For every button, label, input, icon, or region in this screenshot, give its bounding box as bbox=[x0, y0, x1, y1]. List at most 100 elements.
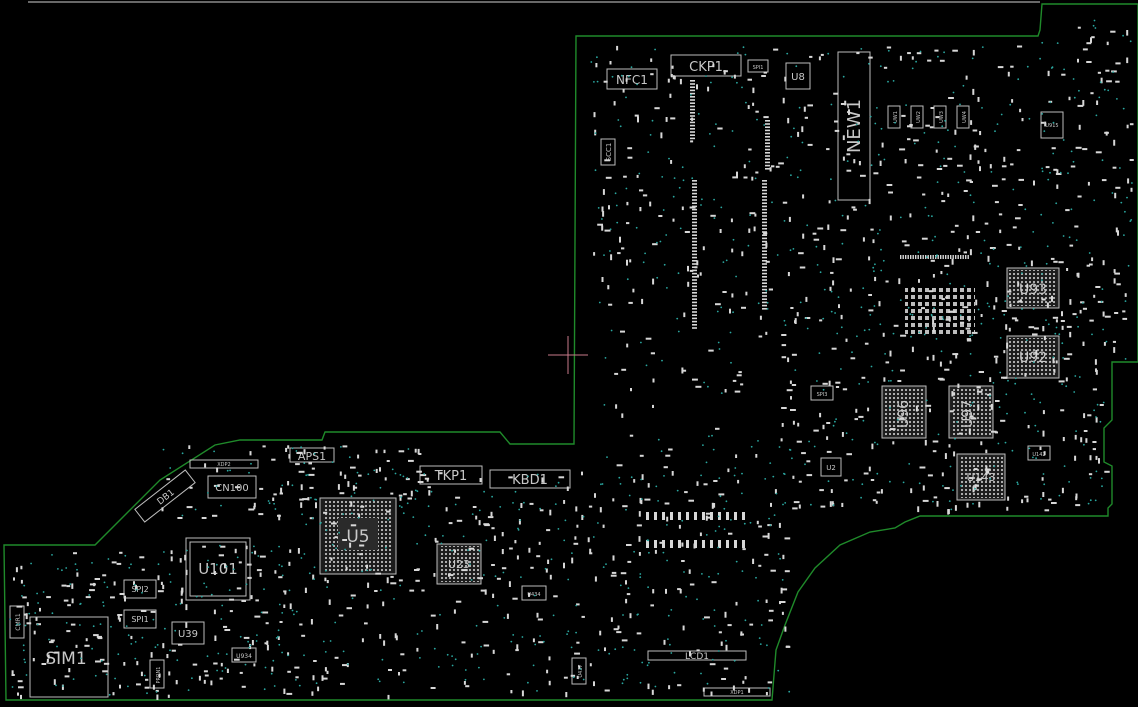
pad bbox=[692, 196, 697, 198]
pad bbox=[767, 681, 773, 684]
pad bbox=[755, 110, 759, 113]
component-kbd1[interactable]: KBD1 bbox=[489, 469, 571, 489]
pad bbox=[989, 164, 992, 169]
component-u96[interactable]: U96 bbox=[881, 385, 927, 439]
via bbox=[48, 638, 50, 641]
component-u93[interactable]: U93 bbox=[1006, 267, 1060, 309]
pad bbox=[763, 71, 767, 74]
component-u39[interactable]: U39 bbox=[171, 621, 205, 645]
pad bbox=[749, 623, 754, 626]
pad bbox=[296, 452, 302, 454]
pad bbox=[787, 272, 790, 277]
via bbox=[891, 369, 894, 372]
component-u97[interactable]: U97 bbox=[948, 385, 994, 439]
component-spi2[interactable]: SPI2 bbox=[123, 579, 157, 599]
pad bbox=[1075, 493, 1078, 499]
pad bbox=[139, 556, 145, 559]
via bbox=[348, 456, 351, 459]
pad bbox=[210, 680, 213, 686]
pad bbox=[510, 690, 513, 694]
component-u934[interactable]: U934 bbox=[231, 647, 257, 663]
component-u437[interactable]: U437 bbox=[571, 657, 587, 685]
pad bbox=[475, 515, 478, 520]
via bbox=[117, 653, 120, 656]
via bbox=[873, 270, 875, 273]
via bbox=[36, 623, 39, 626]
pad bbox=[283, 604, 286, 608]
component-u143[interactable]: U143 bbox=[956, 453, 1006, 501]
component-tkp1[interactable]: TKP1 bbox=[419, 465, 483, 485]
pad bbox=[690, 83, 695, 85]
via bbox=[597, 207, 600, 209]
component-sim1[interactable]: SIM1 bbox=[29, 616, 109, 698]
component-spi3[interactable]: SPI3 bbox=[810, 385, 834, 401]
pad bbox=[830, 489, 833, 493]
component-u915[interactable]: U915 bbox=[1040, 111, 1064, 139]
via bbox=[862, 419, 865, 422]
pad bbox=[692, 282, 697, 284]
via bbox=[16, 623, 18, 626]
pad bbox=[922, 485, 925, 491]
via bbox=[851, 438, 854, 441]
pad bbox=[864, 342, 869, 345]
component-prrn1[interactable]: PRRN1 bbox=[149, 659, 165, 689]
pad bbox=[994, 201, 999, 204]
pad bbox=[309, 517, 314, 520]
via bbox=[377, 678, 380, 681]
via bbox=[398, 505, 401, 507]
pad bbox=[652, 278, 655, 285]
component-nfc1[interactable]: NFC1 bbox=[606, 68, 658, 90]
pad bbox=[202, 545, 206, 548]
via bbox=[667, 638, 669, 640]
pad bbox=[930, 107, 935, 109]
component-xdp2[interactable]: XDP2 bbox=[189, 459, 259, 469]
component-u434[interactable]: U434 bbox=[521, 585, 547, 601]
component-xdp1[interactable]: XDP1 bbox=[703, 687, 771, 697]
via bbox=[656, 241, 658, 244]
component-u8[interactable]: U8 bbox=[785, 62, 811, 90]
via bbox=[923, 132, 926, 134]
pad bbox=[553, 595, 558, 598]
via bbox=[267, 500, 270, 502]
pad bbox=[1006, 342, 1009, 349]
pad bbox=[1016, 149, 1021, 152]
component-spi1[interactable]: SPI1 bbox=[123, 609, 157, 629]
via bbox=[157, 563, 160, 566]
pad bbox=[358, 474, 362, 477]
via bbox=[861, 483, 864, 486]
via bbox=[877, 232, 879, 235]
via bbox=[567, 630, 570, 633]
pad bbox=[1114, 272, 1120, 275]
pad bbox=[1052, 316, 1059, 319]
pad bbox=[627, 560, 632, 563]
component-cn100[interactable]: CN100 bbox=[207, 475, 257, 499]
via bbox=[1061, 383, 1063, 385]
component-u101[interactable]: U101 bbox=[185, 537, 251, 601]
pad bbox=[797, 131, 800, 137]
via bbox=[776, 254, 779, 256]
via bbox=[272, 659, 275, 662]
via bbox=[1062, 235, 1065, 237]
component-u92[interactable]: U92 bbox=[1006, 335, 1060, 379]
component-lcd1[interactable]: LCD1 bbox=[647, 650, 747, 662]
pad bbox=[613, 628, 619, 631]
component-u5[interactable]: U5 bbox=[319, 497, 397, 575]
pad bbox=[868, 56, 873, 59]
pad bbox=[630, 388, 632, 392]
pad bbox=[1044, 121, 1047, 127]
component-spi1-top[interactable]: SPI1 bbox=[747, 59, 769, 73]
component-u23[interactable]: U23 bbox=[436, 543, 482, 585]
pad bbox=[663, 639, 666, 645]
pad bbox=[901, 240, 907, 243]
component-u2[interactable]: U2 bbox=[820, 457, 842, 477]
component-u142[interactable]: U142 bbox=[1027, 445, 1051, 461]
component-scc1[interactable]: SCC1 bbox=[600, 138, 616, 166]
component-ckp1[interactable]: CKP1 bbox=[670, 54, 742, 77]
component-cmr1[interactable]: CMR1 bbox=[9, 605, 25, 639]
pad bbox=[95, 660, 101, 663]
component-new1[interactable]: NEW1 bbox=[837, 51, 871, 201]
pad bbox=[947, 255, 949, 259]
via bbox=[25, 674, 28, 676]
via bbox=[713, 145, 716, 148]
